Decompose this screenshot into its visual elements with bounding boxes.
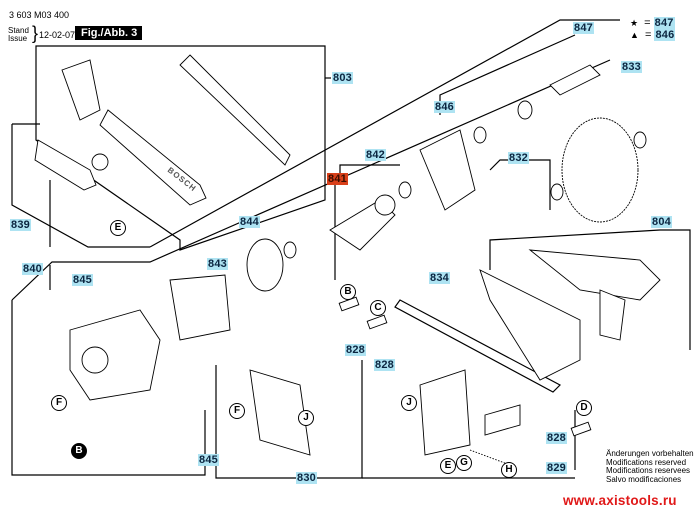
website-link[interactable]: www.axistools.ru <box>563 493 677 508</box>
notice-line-en: Modifications reserved <box>606 457 687 467</box>
part-tag-846[interactable]: 846 <box>434 101 455 113</box>
legend-equals: = <box>644 17 651 29</box>
group-frame-830 <box>215 360 363 479</box>
callout-d: D <box>576 400 592 416</box>
stator-part <box>169 274 231 341</box>
callout-e-upper: E <box>110 220 126 236</box>
shaft-part <box>549 64 601 96</box>
legend-tag-847: 847 <box>653 17 675 29</box>
legend-row-star: ★ = 847 <box>630 17 675 29</box>
legend-row-triangle: ▲ = 846 <box>630 29 676 41</box>
part-tag-841[interactable]: 841 <box>327 173 348 185</box>
part-tag-832[interactable]: 832 <box>508 152 529 164</box>
issue-label: Issue <box>8 34 28 43</box>
motor-housing-part <box>69 309 161 401</box>
clamp-b-part <box>338 296 360 312</box>
part-tag-804[interactable]: 804 <box>651 216 672 228</box>
group-frame-804 <box>489 229 691 350</box>
group-frame-840 <box>11 300 206 476</box>
part-tag-843[interactable]: 843 <box>207 258 228 270</box>
blade-guard-part <box>99 109 207 206</box>
bracket-block-part <box>419 369 471 456</box>
part-tag-842[interactable]: 842 <box>365 149 386 161</box>
callout-g: G <box>456 455 472 471</box>
brace-glyph: } <box>32 23 39 43</box>
stand-issue-label: Stand Issue <box>8 27 29 43</box>
part-tag-834[interactable]: 834 <box>429 272 450 284</box>
part-tag-833[interactable]: 833 <box>621 61 642 73</box>
document-number: 3 603 M03 400 <box>9 10 70 20</box>
callout-e-lower: E <box>440 458 456 474</box>
part-tag-840[interactable]: 840 <box>22 263 43 275</box>
clamp-d-part <box>570 421 592 437</box>
star-icon: ★ <box>630 18 639 28</box>
group-frame-832 <box>489 159 551 210</box>
stand-label: Stand <box>8 26 29 35</box>
part-tag-828-b[interactable]: 828 <box>345 344 366 356</box>
callout-f-right: F <box>229 403 245 419</box>
legend-tag-846: 846 <box>654 29 676 41</box>
callout-f-left: F <box>51 395 67 411</box>
part-tag-828-c[interactable]: 828 <box>374 359 395 371</box>
lower-guard-part <box>479 269 581 381</box>
callout-b: B <box>340 284 356 300</box>
clamp-c-part <box>366 314 388 330</box>
part-tag-847[interactable]: 847 <box>573 22 594 34</box>
riving-knife-part <box>34 139 97 191</box>
guard-arm-part <box>61 59 101 121</box>
notice-line-es: Salvo modificaciones <box>606 474 682 484</box>
part-tag-839[interactable]: 839 <box>10 219 31 231</box>
figure-label: Fig./Abb. 3 <box>75 26 143 40</box>
issue-date: 12-02-07 <box>39 30 76 40</box>
notice-line-de: Änderungen vorbehalten <box>606 449 694 458</box>
triangle-icon: ▲ <box>630 30 639 40</box>
callout-j-right: J <box>401 395 417 411</box>
callout-j-left: J <box>298 410 314 426</box>
saw-blade-part <box>561 117 639 223</box>
part-tag-830[interactable]: 830 <box>296 472 317 484</box>
part-tag-845-upper[interactable]: 845 <box>72 274 93 286</box>
group-frame-803 <box>35 45 326 251</box>
modifications-notice: Änderungen vorbehalten Modifications res… <box>606 449 694 484</box>
divider-upper <box>149 19 620 248</box>
symbol-legend: ★ = 847 ▲ = 846 <box>630 17 676 41</box>
part-tag-844[interactable]: 844 <box>239 216 260 228</box>
part-tag-845-lower[interactable]: 845 <box>198 454 219 466</box>
callout-h: H <box>501 462 517 478</box>
fan-housing-part <box>246 238 284 292</box>
notice-line-fr: Modifications reservees <box>606 466 691 476</box>
callout-c: C <box>370 300 386 316</box>
bracket-plate-part <box>249 369 311 456</box>
rod-834 <box>394 299 561 393</box>
legend-equals: = <box>644 29 652 41</box>
part-tag-828-d[interactable]: 828 <box>546 432 567 444</box>
callout-b-filled: B <box>71 443 87 459</box>
part-tag-829[interactable]: 829 <box>546 462 567 474</box>
part-tag-803[interactable]: 803 <box>332 72 353 84</box>
guard-handle-part <box>179 54 291 166</box>
gearbox-part <box>419 129 476 211</box>
group-frame-842 <box>339 164 400 175</box>
